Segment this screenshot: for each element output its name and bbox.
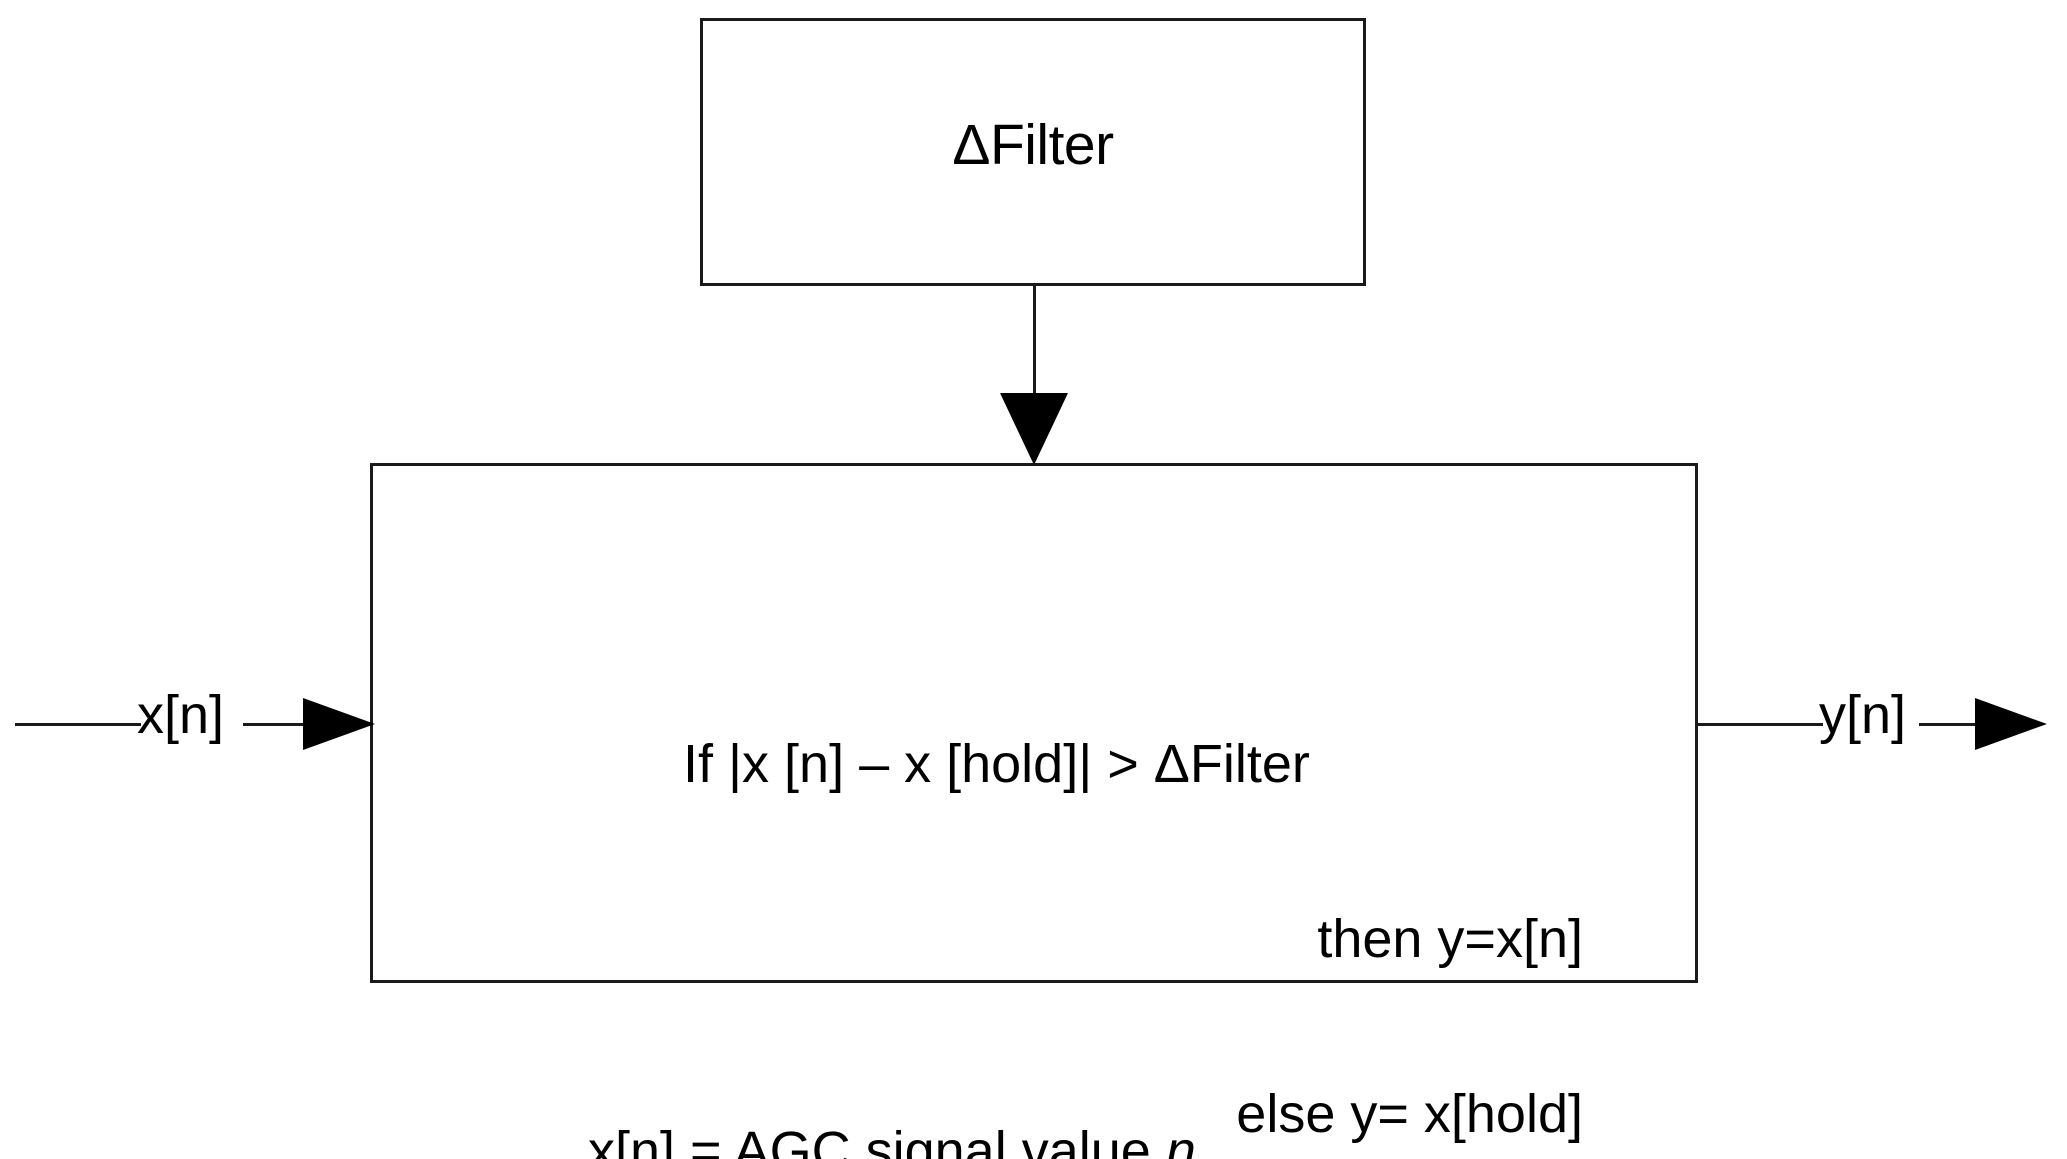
- decision-formula: If |x [n] – x [hold]| > ΔFilter then y=x…: [683, 618, 1583, 1159]
- legend-line-input: x[n] = AGC signal value n: [588, 1121, 1373, 1159]
- arrow-right-icon: [1975, 698, 2047, 750]
- decision-condition-line: If |x [n] – x [hold]| > ΔFilter: [683, 733, 1310, 794]
- legend-line-input-variable: n: [1165, 1120, 1196, 1159]
- output-signal-line-right: [1919, 723, 1977, 726]
- input-signal-label: x[n]: [137, 685, 225, 745]
- legend: x[n] = AGC signal value n y[n] = filtere…: [588, 1000, 1373, 1159]
- input-signal-line-right: [243, 723, 305, 726]
- delta-filter-connector-line: [1033, 286, 1036, 396]
- decision-then-line: then y=x[n]: [1317, 908, 1583, 969]
- decision-block: If |x [n] – x [hold]| > ΔFilter then y=x…: [370, 463, 1698, 1143]
- output-signal-label: y[n]: [1819, 685, 1907, 745]
- arrow-right-icon: [303, 698, 375, 750]
- legend-line-input-text: x[n] = AGC signal value: [588, 1120, 1166, 1159]
- arrow-down-icon: [1000, 393, 1068, 465]
- delta-filter-label: ΔFilter: [952, 113, 1114, 177]
- input-signal-line-left: [15, 723, 141, 726]
- delta-filter-block: ΔFilter: [700, 18, 1366, 286]
- decision-else-line: else y= x[hold]: [1236, 1083, 1583, 1144]
- output-signal-line-left: [1697, 723, 1823, 726]
